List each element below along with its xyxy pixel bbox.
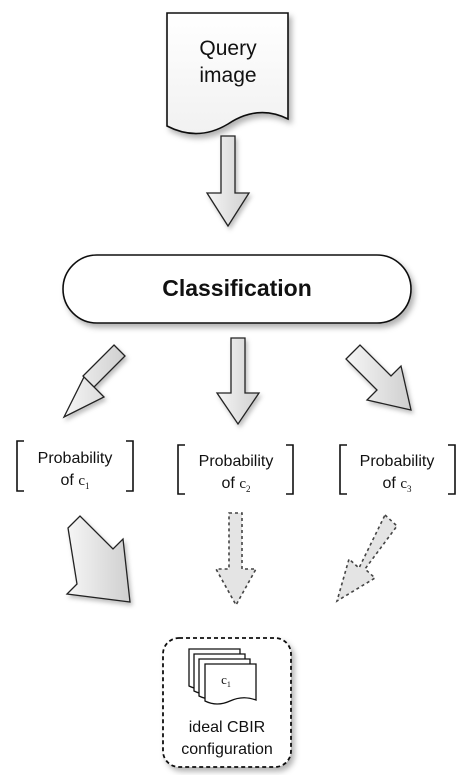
- prob-2-right-bracket: [286, 444, 294, 495]
- prob-3-line2: of c3: [383, 475, 412, 494]
- output-label-line1: ideal CBIR: [189, 719, 265, 736]
- query-document-shape: [166, 12, 289, 135]
- prob-2-line2: of c2: [222, 475, 251, 494]
- query-label-line1: Query: [199, 37, 257, 60]
- arrow-prob-2-to-output-dashed: [214, 512, 258, 607]
- output-label-line2: configuration: [181, 741, 273, 758]
- prob-1-right-bracket: [126, 440, 134, 492]
- arrow-prob-3-to-output-dashed: [335, 513, 399, 603]
- query-label-line2: image: [199, 64, 256, 87]
- probability-box-2: Probability of c2: [177, 444, 294, 495]
- query-image-node: [166, 12, 289, 135]
- prob-3-line1: Probability: [360, 453, 435, 470]
- probability-box-1: Probability of c1: [16, 440, 134, 492]
- stacked-documents-icon: [188, 648, 257, 705]
- arrow-classification-to-prob-2: [215, 337, 261, 426]
- arrow-query-to-classification: [205, 135, 251, 228]
- prob-1-line2: of c1: [61, 472, 90, 491]
- arrow-classification-to-prob-3: [345, 344, 412, 411]
- arrow-classification-to-prob-1: [62, 344, 126, 419]
- prob-2-left-bracket: [177, 444, 185, 495]
- prob-1-line1: Probability: [38, 450, 113, 467]
- output-doc-label: c1: [221, 672, 231, 689]
- arrow-prob-1-to-output: [65, 515, 131, 603]
- classification-label: Classification: [162, 275, 312, 301]
- prob-2-line1: Probability: [199, 453, 274, 470]
- prob-3-left-bracket: [339, 444, 347, 495]
- classification-node: [62, 254, 412, 324]
- probability-box-3: Probability of c3: [339, 444, 456, 495]
- classification-pill: [62, 254, 412, 324]
- prob-3-right-bracket: [448, 444, 456, 495]
- prob-1-left-bracket: [16, 440, 24, 492]
